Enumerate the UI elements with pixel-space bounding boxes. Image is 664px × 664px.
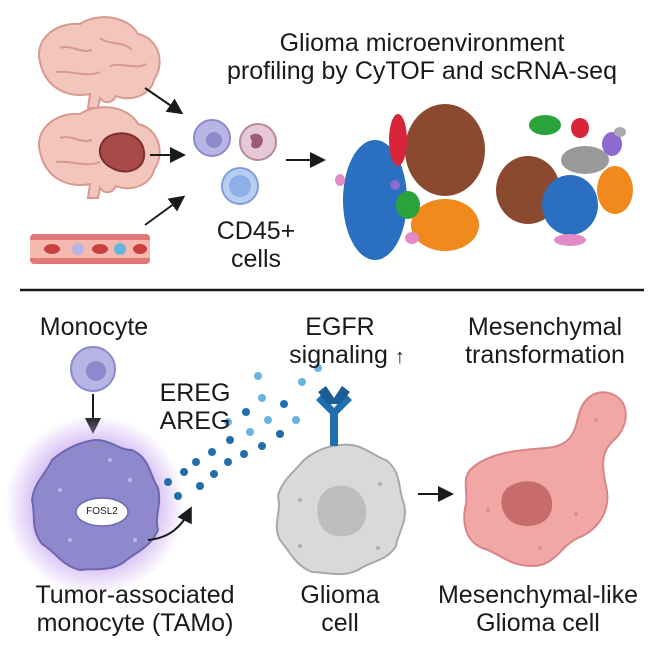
tamo-label-line-2: monocyte (TAMo) [36,609,234,637]
areg-label: AREG [159,407,231,435]
glioma-brain-icon [37,106,161,199]
title-line-1: Glioma microenvironment [279,29,565,57]
monocyte-label: Monocyte [39,313,149,341]
egfr-receptor-icon [316,386,352,446]
transformation-label: transformation [465,341,625,369]
umap-plot-scrnaseq [496,115,633,246]
tsne-plot-cytof [335,104,485,260]
cd45-label: CD45+ [216,217,296,245]
arrow-vessel-to-cells [144,195,186,226]
cd45-cells-icon [193,119,277,205]
mesenchymal-label: Mesenchymal [467,313,623,341]
blood-vessel-icon [30,234,150,264]
tamo-label-line-1: Tumor-associated [35,581,235,609]
mesenchymal-cell-icon [463,391,627,568]
healthy-brain-icon [37,16,161,109]
mes-label-line-1: Mesenchymal-like [437,581,639,609]
glioma-label-line-2: cell [321,609,359,637]
ereg-label: EREG [159,379,231,407]
signaling-label: signaling ↑ [262,342,432,371]
mes-label-line-2: Glioma cell [476,609,600,637]
monocyte-icon [70,346,116,392]
cells-label: cells [230,245,281,273]
glioma-label-line-1: Glioma [300,581,380,609]
up-arrow-icon: ↑ [394,346,405,368]
glioma-cell-icon [275,443,406,576]
tamo-cell-icon [5,415,185,595]
arrow-tamo-to-ligands [147,506,192,541]
fosl2-label: FOSL2 [86,506,118,517]
title-line-2: profiling by CyTOF and scRNA-seq [227,57,617,85]
signaling-text: signaling [289,341,388,369]
ligand-dots [164,364,322,500]
egfr-label: EGFR [305,313,375,341]
arrow-brain-to-cells [144,87,184,115]
